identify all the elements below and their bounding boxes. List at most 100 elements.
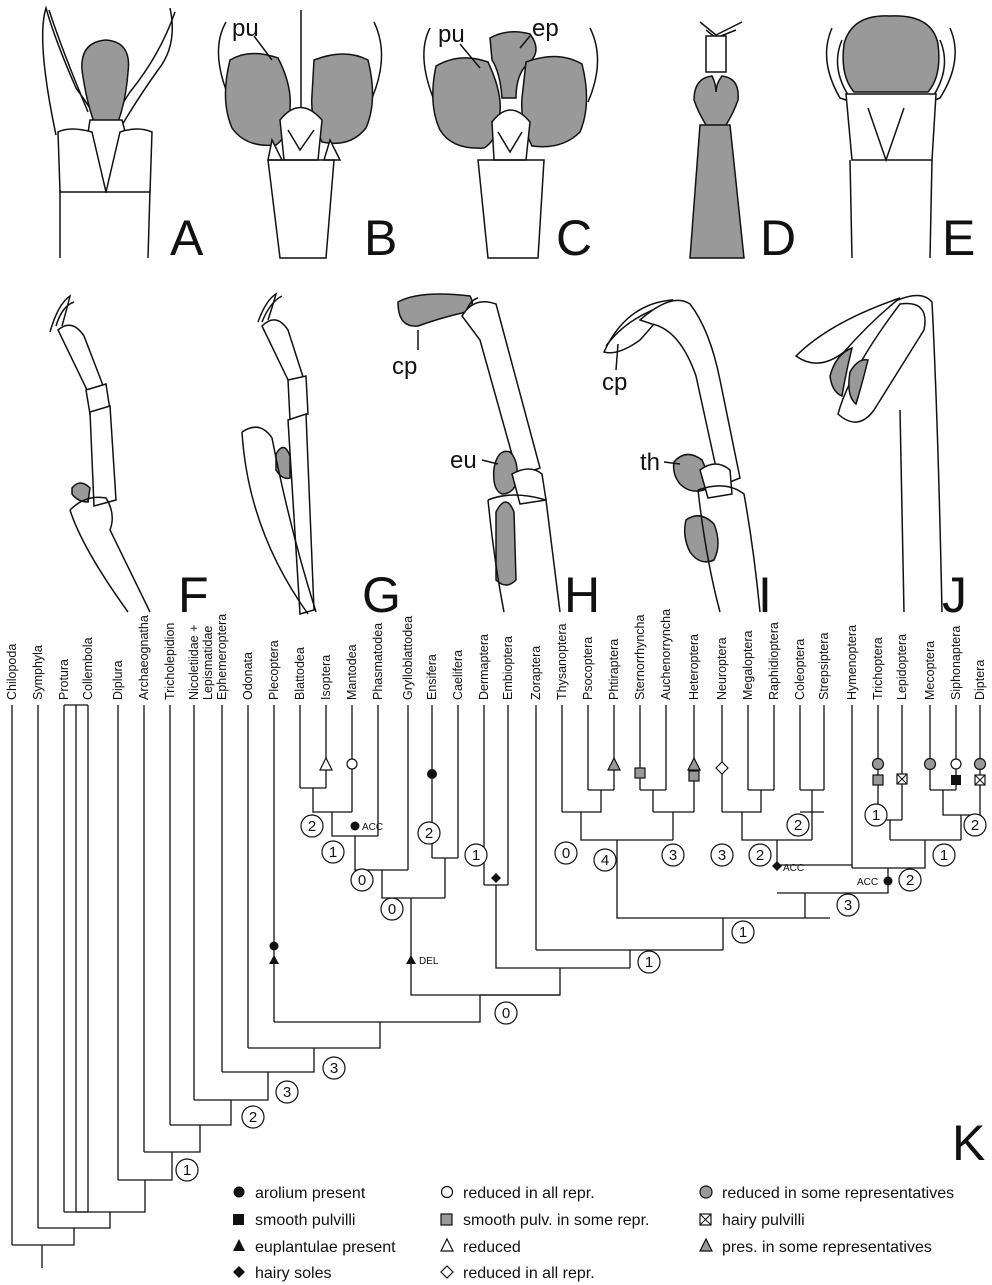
label-pu-c: pu [438,21,465,48]
legend-present-some: pres. in some representatives [722,1239,932,1256]
taxon-label: Trichoptera [871,637,885,700]
node-state-label: 3 [330,1060,338,1077]
diamond-filled-icon [491,873,501,883]
node-state-label: 0 [562,845,570,862]
panel-label-k: K [952,1115,985,1171]
taxon-label: Caelifera [451,650,465,700]
taxon-label: Ephemeroptera [215,614,229,700]
triangle-gray-icon [688,758,700,770]
taxon-label: Thysanoptera [555,624,569,700]
legend-reduced: reduced [463,1239,521,1256]
panel-label-g: G [362,567,401,623]
taxon-label: Mantodea [345,644,359,700]
taxon-label: Megaloptera [741,630,755,700]
node-state-label: 2 [794,817,802,834]
panel-g [242,294,316,614]
taxon-label: Phtiraptera [607,639,621,700]
square-filled-icon [233,1214,244,1225]
square-crossed-icon [700,1214,711,1225]
legend-reduced-some: reduced in some representatives [722,1185,954,1202]
square-gray-icon [441,1214,452,1225]
triangle-filled-icon [406,955,416,964]
panel-label-e: E [942,210,975,266]
taxon-label: Symphyla [31,645,45,700]
taxon-label: Tricholepidion [163,623,177,700]
label-pu-b: pu [232,15,259,42]
panel-f [50,296,150,612]
taxon-label: Raphidioptera [767,622,781,700]
circle-gray-icon [925,759,936,770]
taxon-label: Nicoletiidae + [187,625,201,700]
panel-label-j: J [942,567,967,623]
diamond-open-icon [441,1266,453,1278]
node-state-label: 3 [669,847,677,864]
taxon-label: Sternorrhyncha [633,614,647,700]
taxon-label: Odonata [241,652,255,700]
node-state-label: 0 [502,1005,510,1022]
circle-open-icon [951,759,961,769]
circle-filled-icon [270,942,279,951]
circle-filled-icon [234,1187,245,1198]
taxon-label: Strepsiptera [817,633,831,700]
circle-open-icon [347,759,357,769]
node-state-label: 2 [906,872,914,889]
panel-label-f: F [178,567,209,623]
taxon-label: Isoptera [319,655,333,700]
panel-d [690,22,744,258]
note-del: DEL [419,956,439,967]
panel-label-b: B [364,210,397,266]
legend-smooth-pulv-some: smooth pulv. in some repr. [463,1212,649,1229]
node-state-label: 1 [329,844,337,861]
taxon-label: Protura [57,659,71,700]
label-cp-h: cp [392,353,417,380]
panel-label-i: I [758,567,772,623]
square-filled-icon [951,775,961,785]
legend-reduced-all-1: reduced in all repr. [463,1185,595,1202]
triangle-open-icon [320,758,332,770]
label-th: th [640,449,660,476]
tip-markers [320,758,986,785]
legend: arolium present smooth pulvilli euplantu… [233,1185,954,1282]
node-state-label: 2 [308,818,316,835]
triangle-gray-icon [608,758,620,770]
taxon-label: Plecoptera [267,640,281,700]
node-state-label: 1 [872,807,880,824]
circle-filled-icon [427,769,437,779]
panel-b [218,10,381,258]
node-state-label: 3 [844,897,852,914]
taxon-label: Zoraptera [529,646,543,700]
note-acc: ACC [362,822,383,833]
taxon-label: Chilopoda [5,644,19,700]
panel-label-h: H [564,567,600,623]
node-state-label: 1 [183,1162,191,1179]
node-state-label: 3 [718,847,726,864]
taxon-label: Neuroptera [715,637,729,700]
node-state-label: 3 [283,1084,291,1101]
node-state-label: 1 [645,954,653,971]
node-state-label: 2 [249,1109,257,1126]
triangle-filled-icon [233,1239,245,1251]
panel-a [43,8,175,258]
panel-j [796,295,942,612]
square-gray-icon [689,771,699,781]
node-state-label: 1 [940,847,948,864]
legend-euplantulae-present: euplantulae present [255,1239,396,1256]
node-state-label: 2 [756,847,764,864]
node-state-label: 2 [425,825,433,842]
taxon-label: Phasmatodea [371,623,385,700]
taxon-label: Blattodea [293,647,307,700]
node-state-label: 0 [388,901,396,918]
taxon-label: Mecoptera [923,641,937,700]
panel-h [398,294,560,612]
circle-open-icon [442,1187,453,1198]
taxon-label: Coleoptera [793,639,807,700]
taxon-label: Grylloblattodea [401,616,415,700]
cladogram [12,705,980,1268]
node-state-label: 2 [971,817,979,834]
taxon-label: Ensifera [425,654,439,700]
label-cp-i: cp [602,369,627,396]
circle-gray-icon [873,759,884,770]
